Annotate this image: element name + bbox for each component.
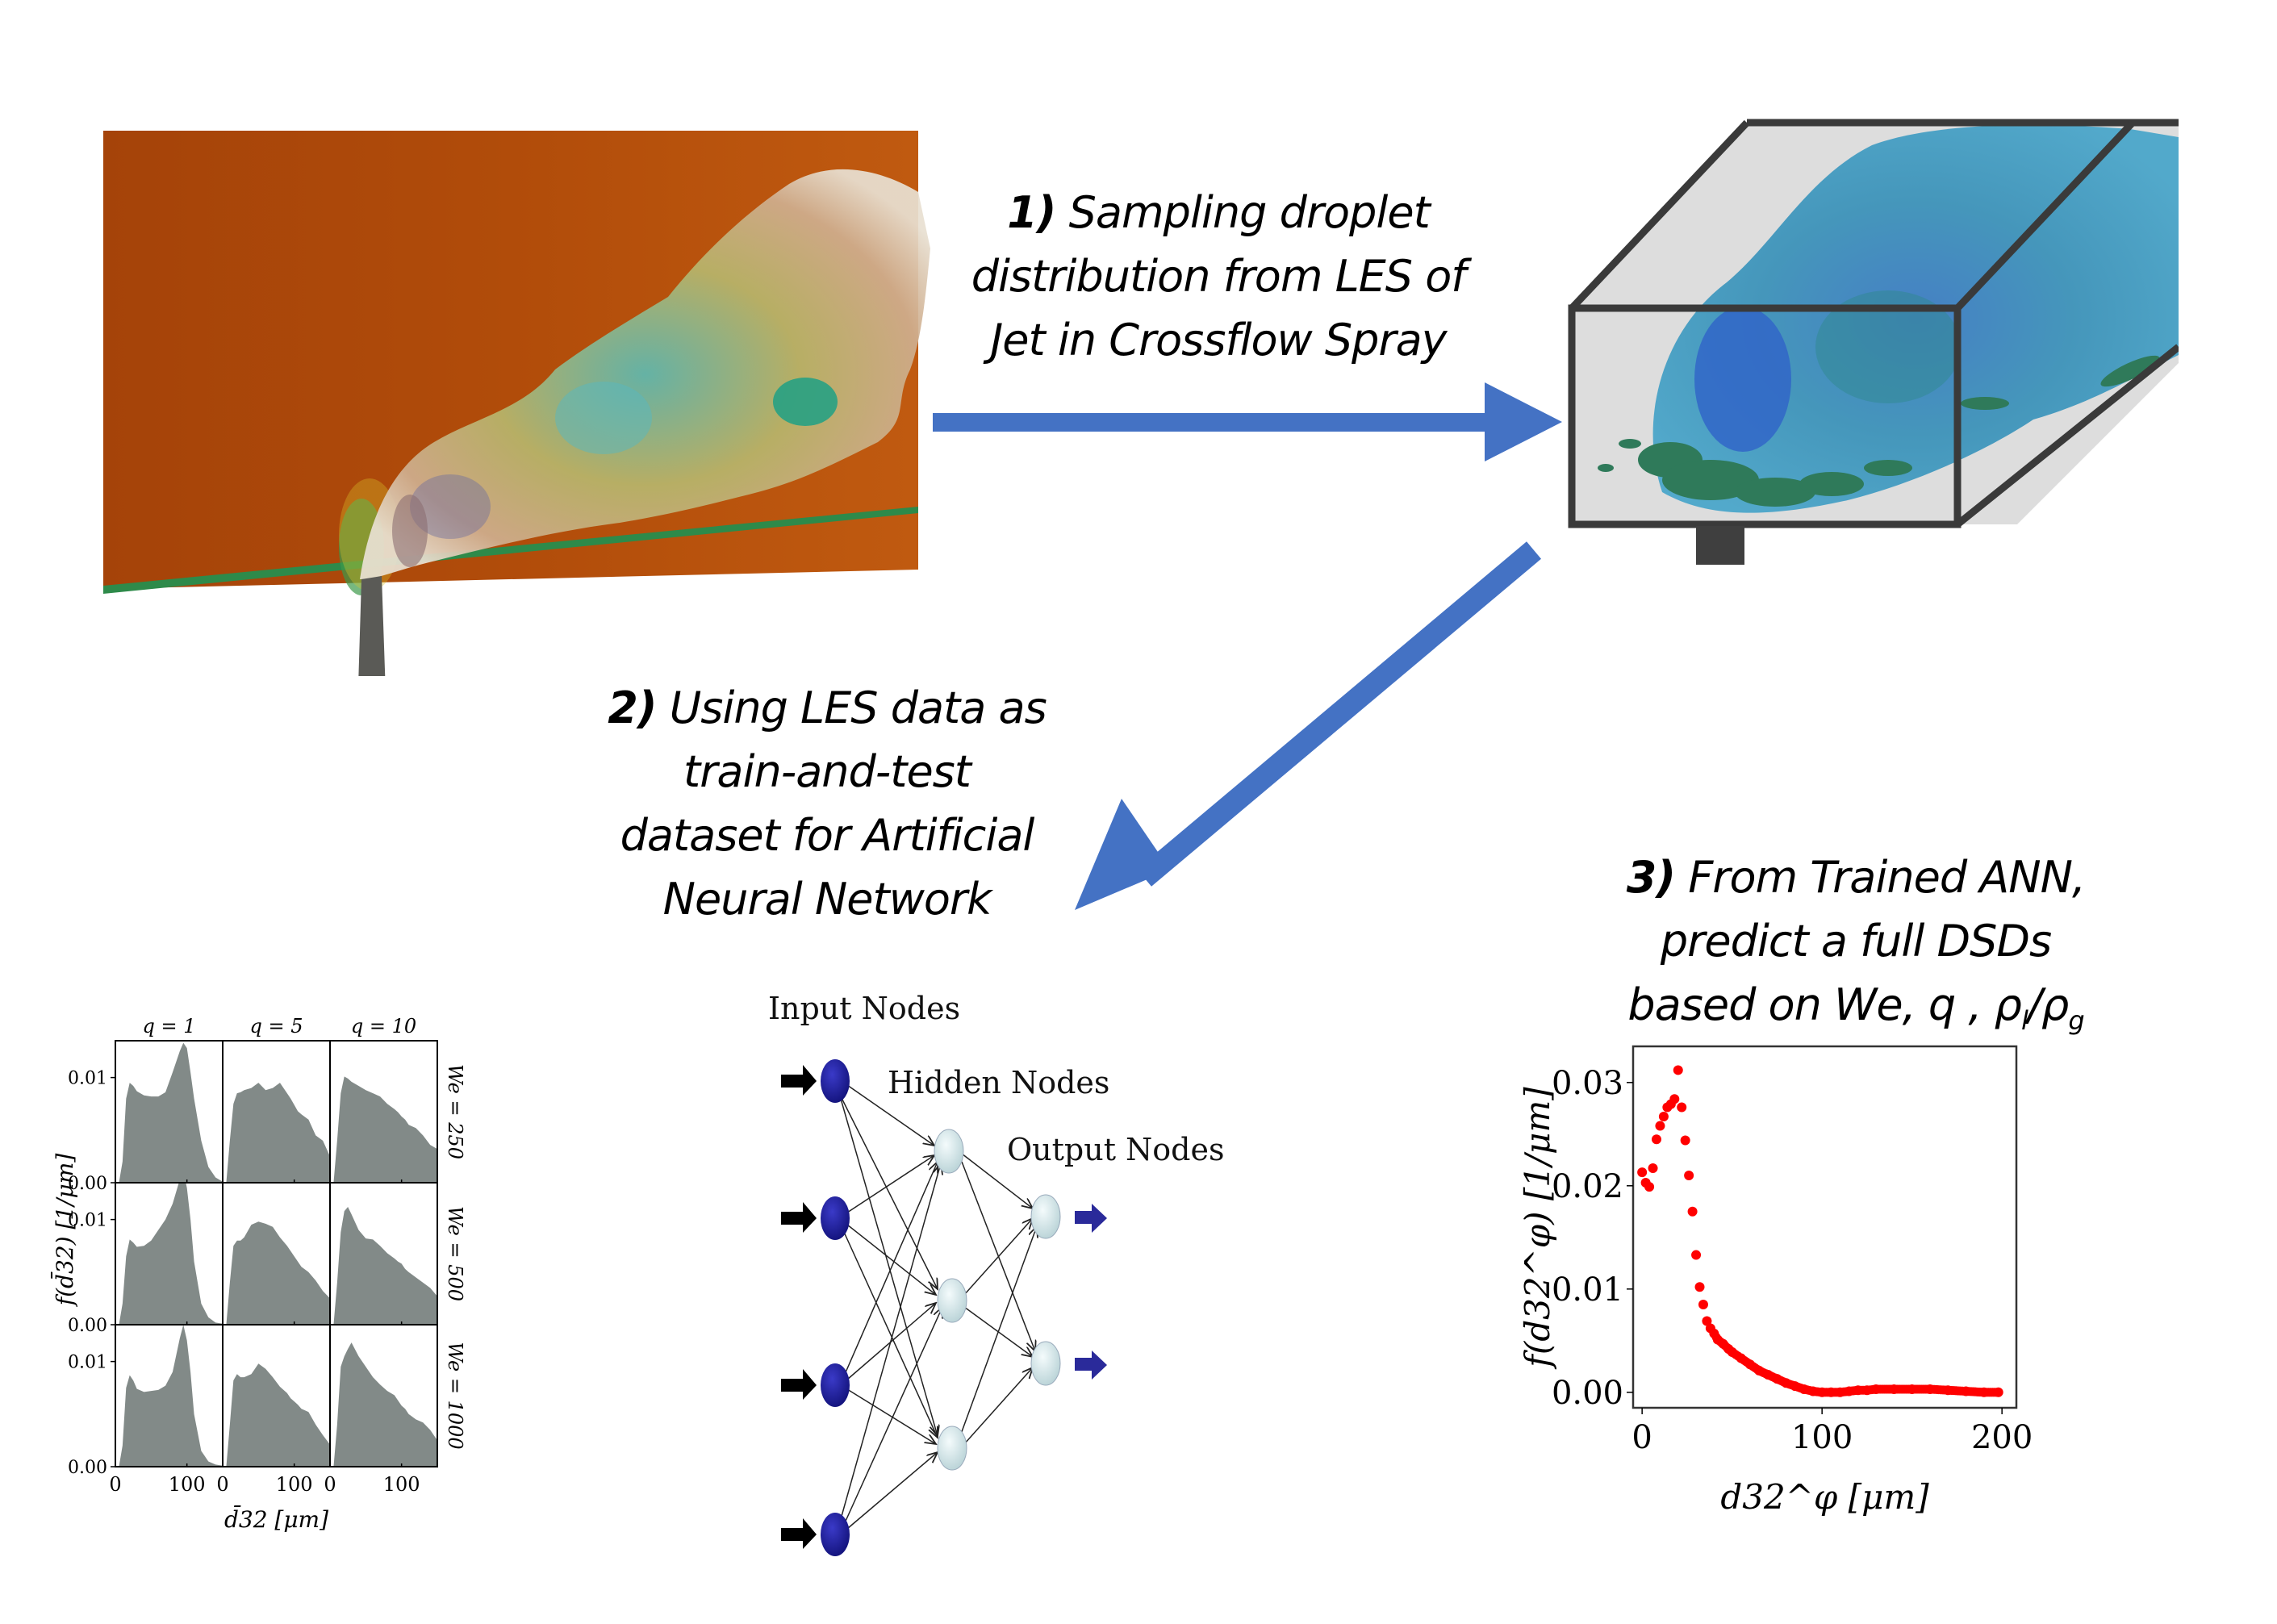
step1-caption: 1) Sampling droplet distribution from LE… [936, 181, 1501, 372]
svg-text:100: 100 [383, 1473, 420, 1496]
step3-line-2: predict a full DSDs [1660, 916, 2052, 966]
svg-text:200: 200 [1971, 1419, 2033, 1456]
arrow-step1 [933, 382, 1562, 471]
svg-text:0: 0 [1632, 1419, 1652, 1456]
step2-caption: 2) Using LES data as train-and-test data… [565, 676, 1089, 931]
svg-text:q = 10: q = 10 [351, 1015, 416, 1037]
ann-diagram: Input Nodes Hidden Nodes Output Nodes [758, 984, 1404, 1614]
svg-text:q = 1: q = 1 [143, 1015, 196, 1037]
svg-text:d̄32 [μm]: d̄32 [μm] [224, 1505, 328, 1533]
svg-text:q = 5: q = 5 [250, 1015, 303, 1037]
svg-text:f(d̄32) [1/μm]: f(d̄32) [1/μm] [50, 1154, 78, 1308]
step1-line-1: Sampling droplet [1068, 187, 1431, 238]
svg-text:0.00: 0.00 [1552, 1375, 1623, 1412]
svg-text:d32^φ [μm]: d32^φ [μm] [1720, 1477, 1929, 1517]
les-3d-box-image [1565, 113, 2181, 670]
arrow-step2 [1063, 539, 1564, 915]
svg-text:0.01: 0.01 [68, 1069, 107, 1089]
svg-text:100: 100 [169, 1473, 206, 1496]
ann-output-label: Output Nodes [1007, 1132, 1225, 1167]
step2-line-3: dataset for Artificial [620, 810, 1035, 861]
svg-text:0.00: 0.00 [68, 1174, 107, 1194]
svg-text:0.01: 0.01 [68, 1353, 107, 1373]
svg-text:0.00: 0.00 [68, 1458, 107, 1478]
step3-number: 3) [1626, 852, 1676, 903]
step2-line-1: Using LES data as [669, 683, 1047, 733]
step1-number: 1) [1007, 187, 1056, 238]
ann-input-label: Input Nodes [768, 991, 961, 1026]
svg-text:0.03: 0.03 [1552, 1065, 1623, 1102]
step3-line-1: From Trained ANN, [1688, 852, 2086, 903]
step2-line-4: Neural Network [662, 874, 992, 925]
svg-text:0: 0 [216, 1473, 228, 1496]
step2-line-2: train-and-test [683, 746, 971, 797]
svg-text:0.00: 0.00 [68, 1316, 107, 1336]
les-jet-crossflow-image [103, 127, 959, 741]
svg-text:100: 100 [276, 1473, 313, 1496]
svg-text:We = 500: We = 500 [444, 1206, 466, 1301]
svg-text:0.01: 0.01 [68, 1211, 107, 1231]
svg-text:0: 0 [324, 1473, 336, 1496]
svg-text:We = 1000: We = 1000 [444, 1342, 466, 1449]
svg-text:f(d32^φ) [1/μm]: f(d32^φ) [1/μm] [1518, 1087, 1557, 1370]
ann-hidden-label: Hidden Nodes [888, 1065, 1110, 1100]
step1-line-3: Jet in Crossflow Spray [990, 315, 1447, 365]
input-nodes [821, 1059, 850, 1556]
step2-number: 2) [608, 683, 657, 733]
step3-line-3: based on We, q , ρl/ρg [1627, 979, 2084, 1036]
predicted-dsd-scatter: 0 100 200 0.00 0.01 0.02 0.03 d32^φ [μm] f(d32^φ… [1517, 1033, 2130, 1581]
step3-caption: 3) From Trained ANN, predict a full DSDs… [1573, 845, 2138, 1053]
svg-text:We = 250: We = 250 [444, 1064, 466, 1159]
svg-text:100: 100 [1791, 1419, 1853, 1456]
step1-line-2: distribution from LES of [971, 251, 1467, 302]
les-histogram-grid: 0.01 0.00 q = 1 q = 5 q = 10 We = 250 0.01 0.00… [48, 1000, 718, 1581]
svg-text:0: 0 [109, 1473, 121, 1496]
svg-text:0.02: 0.02 [1552, 1168, 1623, 1205]
svg-text:0.01: 0.01 [1552, 1271, 1623, 1309]
